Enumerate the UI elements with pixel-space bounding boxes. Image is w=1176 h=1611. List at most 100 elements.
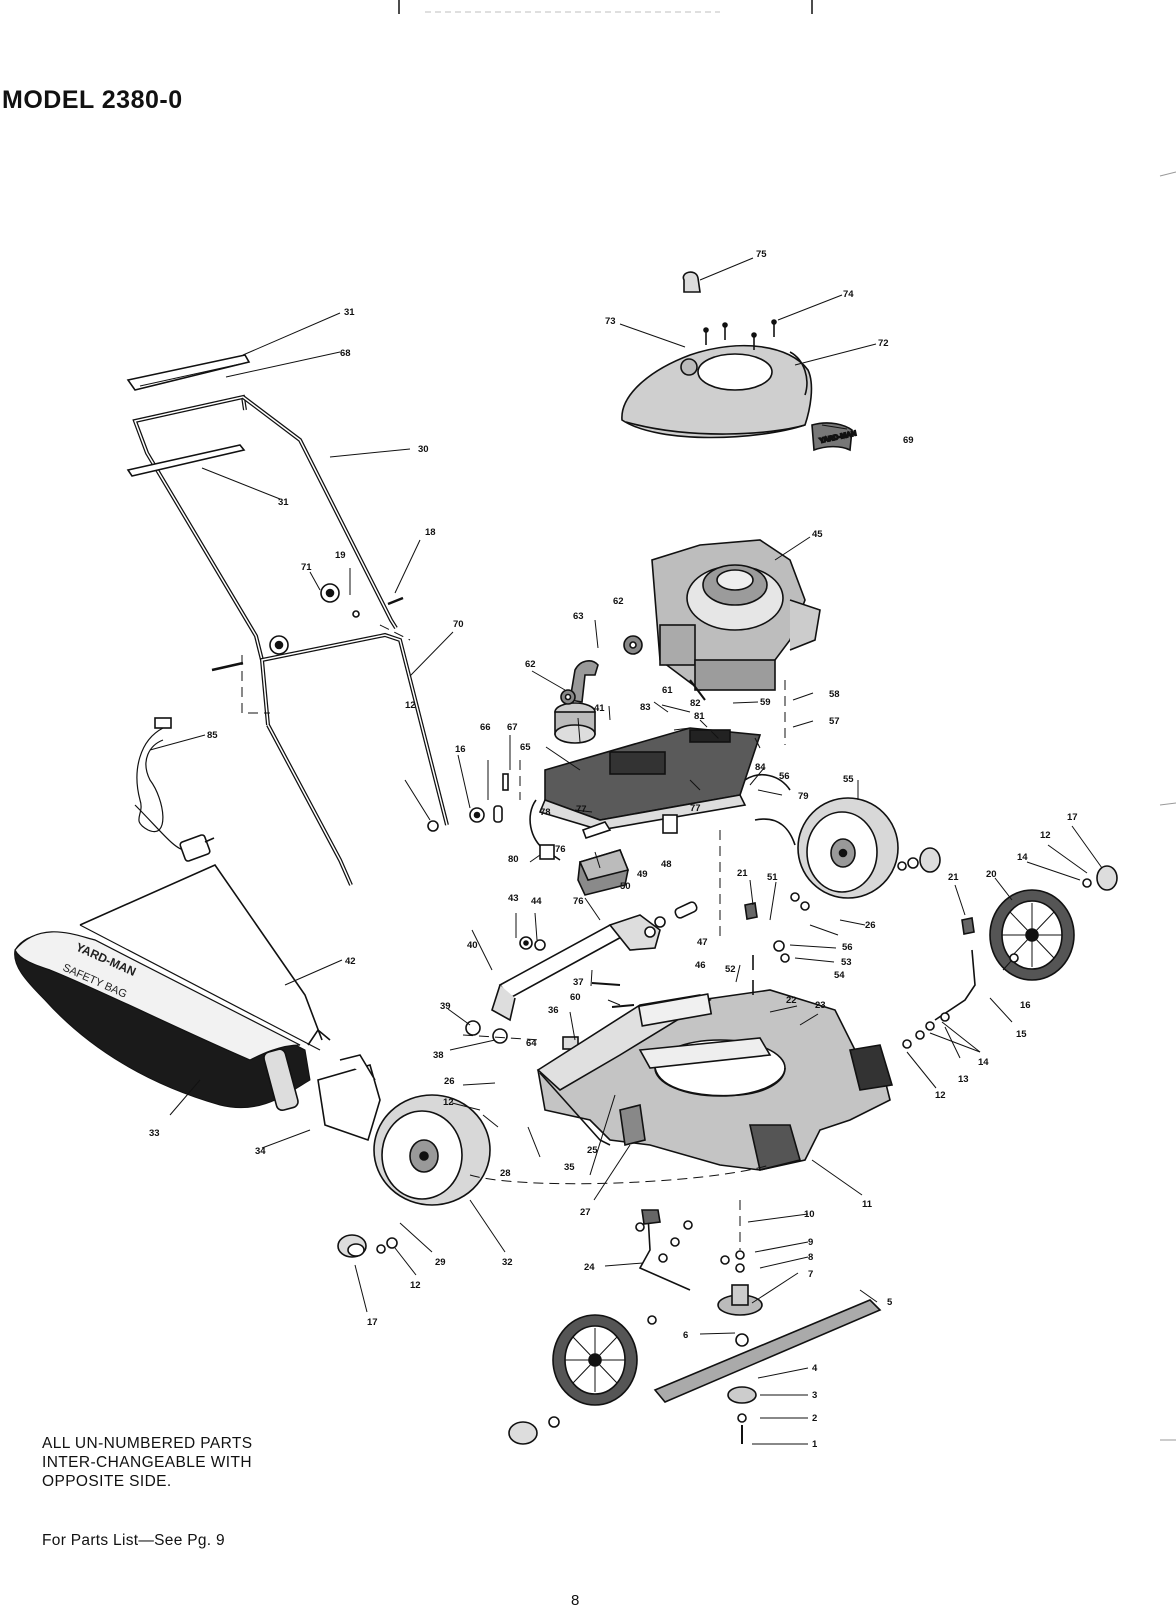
callout-42: 42 [345, 956, 356, 967]
callout-12a: 12 [405, 700, 416, 711]
callout-10: 10 [804, 1209, 815, 1220]
callout-26b: 26 [444, 1076, 455, 1087]
fuel-elbow [569, 660, 599, 703]
interchange-note: ALL UN-NUMBERED PARTS INTER-CHANGEABLE W… [42, 1434, 253, 1491]
model-title: MODEL 2380-0 [2, 86, 183, 114]
callout-5: 5 [887, 1297, 893, 1308]
callout-20: 20 [986, 869, 997, 880]
callout-13: 13 [958, 1074, 969, 1085]
callout-32: 32 [502, 1257, 513, 1268]
callout-46: 46 [695, 960, 706, 971]
callout-12d: 12 [1040, 830, 1051, 841]
deck-bracket [536, 993, 713, 1091]
callout-27: 27 [580, 1207, 591, 1218]
engine-cover [621, 344, 813, 439]
callout-7: 7 [808, 1269, 813, 1280]
callout-18: 18 [425, 527, 436, 538]
callout-11: 11 [862, 1199, 873, 1210]
height-levers [641, 902, 975, 1225]
callout-47: 47 [697, 937, 708, 948]
callout-56a: 56 [779, 771, 790, 782]
callout-26a: 26 [865, 920, 876, 931]
callout-52: 52 [725, 964, 736, 975]
callout-79: 79 [798, 791, 809, 802]
callout-12e: 12 [935, 1090, 946, 1101]
callout-61: 61 [662, 685, 673, 696]
callout-63: 63 [573, 611, 584, 622]
front-right-wheel [989, 889, 1075, 981]
callout-69: 69 [903, 435, 914, 446]
callout-17b: 17 [367, 1317, 378, 1328]
front-left-wheel [552, 1314, 638, 1406]
callout-66: 66 [480, 722, 491, 733]
page-number: 8 [571, 1592, 580, 1609]
bag-frame [79, 863, 331, 1046]
callout-15: 15 [1016, 1029, 1027, 1040]
callout-17a: 17 [1067, 812, 1078, 823]
cover-screws [703, 319, 777, 350]
callout-37: 37 [573, 977, 584, 988]
callout-16b: 16 [1020, 1000, 1031, 1011]
terminal-clip [581, 821, 612, 840]
blade-adapter [717, 1250, 763, 1444]
callout-16a: 16 [455, 744, 466, 755]
note-line-3: OPPOSITE SIDE. [42, 1473, 172, 1490]
height-adjust-bar [491, 914, 661, 1022]
solenoid-box [577, 849, 630, 896]
callout-39: 39 [440, 1001, 451, 1012]
callout-67: 67 [507, 722, 518, 733]
callout-56b: 56 [842, 942, 853, 953]
assembly-guide-lines [241, 624, 786, 1250]
callout-80: 80 [508, 854, 519, 865]
handle-grip-upper [126, 354, 251, 391]
note-line-1: ALL UN-NUMBERED PARTS [42, 1435, 253, 1452]
axle-brackets [638, 949, 976, 1291]
upper-handle [132, 394, 398, 661]
callout-9: 9 [808, 1237, 813, 1248]
hubcaps [337, 847, 1118, 1445]
callout-14a: 14 [1017, 852, 1028, 863]
part-callouts: 1 2 3 4 5 6 7 8 9 10 11 12 12 12 12 12 1… [149, 249, 1078, 1450]
callout-84: 84 [755, 762, 766, 773]
callout-81: 81 [694, 711, 705, 722]
scan-edge-marks [398, 0, 1176, 1441]
callout-21b: 21 [948, 872, 959, 883]
callout-82: 82 [690, 698, 701, 709]
handle-knob [211, 583, 404, 672]
callout-65: 65 [520, 742, 531, 753]
callout-35: 35 [564, 1162, 575, 1173]
callout-36: 36 [548, 1005, 559, 1016]
handle-grip-lower [126, 444, 246, 477]
axle-washers [635, 892, 1019, 1325]
callout-75: 75 [756, 249, 767, 260]
callout-50: 50 [620, 881, 631, 892]
callout-4: 4 [812, 1363, 818, 1374]
bag-bracket [263, 1048, 381, 1142]
callout-34: 34 [255, 1146, 266, 1157]
callout-41: 41 [594, 703, 605, 714]
callout-12b: 12 [443, 1097, 454, 1108]
safety-bag: YARD-MAN SAFETY BAG [14, 924, 321, 1109]
callout-59: 59 [760, 697, 771, 708]
callout-21a: 21 [737, 868, 748, 879]
parts-list-reference: For Parts List—See Pg. 9 [42, 1532, 225, 1549]
callout-40: 40 [467, 940, 478, 951]
callout-28: 28 [500, 1168, 511, 1179]
callout-73: 73 [605, 316, 616, 327]
callout-85: 85 [207, 730, 218, 741]
callout-77a: 77 [576, 804, 587, 815]
callout-12c: 12 [410, 1280, 421, 1291]
bracket-pins [427, 773, 509, 832]
rear-right-wheel [797, 797, 899, 899]
battery-tray [538, 727, 762, 831]
callout-72: 72 [878, 338, 889, 349]
mower-deck [537, 989, 894, 1171]
starter-gears [560, 635, 643, 705]
callout-57: 57 [829, 716, 840, 727]
gas-cap [554, 702, 596, 744]
callout-31b: 31 [278, 497, 289, 508]
callout-76a: 76 [555, 844, 566, 855]
callout-70: 70 [453, 619, 464, 630]
callout-30: 30 [418, 444, 429, 455]
